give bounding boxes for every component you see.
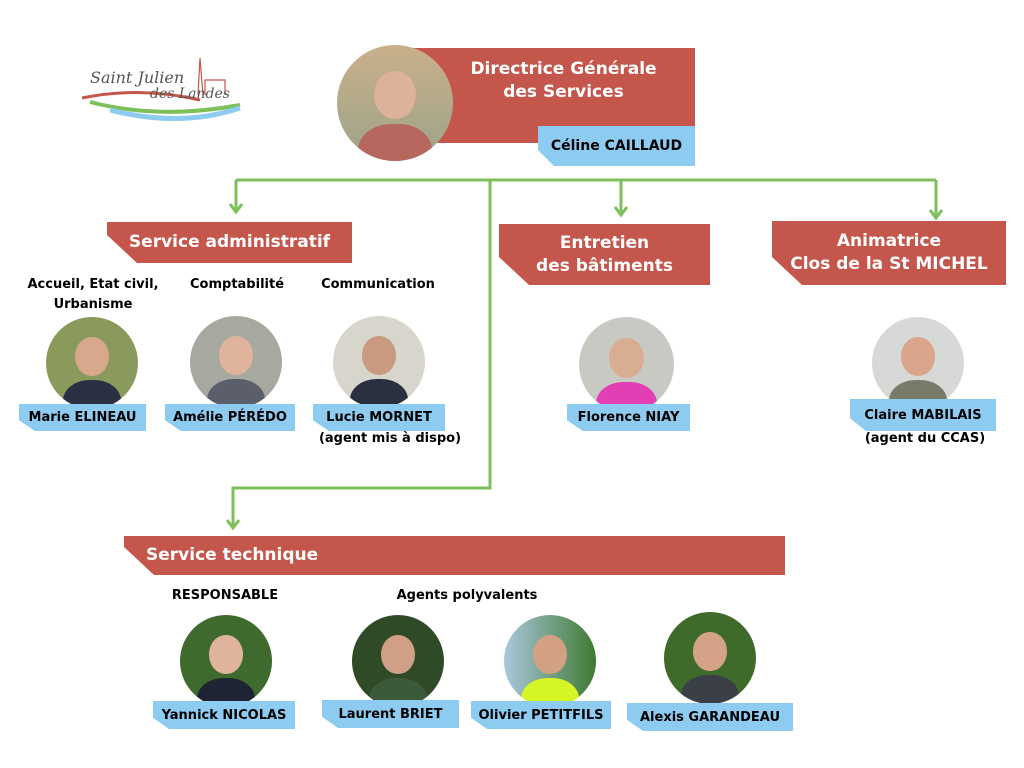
role-communication: Communication bbox=[321, 277, 435, 292]
name-tag-alexis-garandeau: Alexis GARANDEAU bbox=[627, 703, 793, 731]
entretien-title-line1: Entretien bbox=[559, 232, 650, 253]
director-name-tag: Céline CAILLAUD bbox=[538, 126, 695, 166]
photo-yannick-nicolas bbox=[180, 615, 272, 707]
photo-marie-elineau bbox=[46, 317, 138, 409]
photo-florence-niay bbox=[579, 317, 674, 412]
name-tag-amelie-peredo: Amélie PÉRÉDO bbox=[165, 404, 295, 431]
animatrice-title-line2: Clos de la St MICHEL bbox=[790, 254, 988, 274]
name-tag-olivier-petitfils: Olivier PETITFILS bbox=[471, 701, 611, 729]
name-tag-yannick-nicolas: Yannick NICOLAS bbox=[153, 701, 295, 729]
photo-claire-mabilais bbox=[872, 317, 964, 409]
role-comptabilite: Comptabilité bbox=[189, 277, 285, 292]
name-tag-florence-niay: Florence NIAY bbox=[567, 404, 690, 431]
director-photo bbox=[337, 45, 453, 161]
name-tag-claire-mabilais: Claire MABILAIS bbox=[850, 399, 996, 431]
logo-text-line2: des Landes bbox=[150, 86, 230, 102]
photo-lucie-mornet bbox=[333, 316, 425, 408]
note-lucie-mornet: (agent mis à dispo) bbox=[318, 431, 462, 446]
role-accueil-line2: Urbanisme bbox=[53, 296, 133, 312]
name-tag-laurent-briet: Laurent BRIET bbox=[322, 700, 459, 728]
photo-alexis-garandeau bbox=[664, 612, 756, 704]
logo-text-line1: Saint Julien bbox=[90, 68, 185, 87]
note-claire-mabilais: (agent du CCAS) bbox=[864, 431, 986, 446]
logo: Saint Julien des Landes bbox=[80, 50, 245, 125]
entretien-title-line2: des bâtiments bbox=[536, 255, 673, 276]
service-technique-banner: Service technique bbox=[124, 536, 785, 575]
director-title-line2: des Services bbox=[503, 81, 624, 102]
director-title-line1: Directrice Générale bbox=[470, 59, 657, 79]
name-tag-lucie-mornet: Lucie MORNET bbox=[313, 404, 445, 431]
role-accueil: Accueil, Etat civil, Urbanisme bbox=[27, 275, 158, 314]
photo-laurent-briet bbox=[352, 615, 444, 707]
technique-title: Service technique bbox=[146, 545, 319, 566]
animatrice-title-line1: Animatrice bbox=[836, 231, 942, 252]
service-admin-banner: Service administratif bbox=[107, 222, 352, 263]
name-tag-marie-elineau: Marie ELINEAU bbox=[19, 404, 146, 431]
logo-swoosh-icon bbox=[81, 57, 241, 121]
role-responsable: RESPONSABLE bbox=[171, 588, 279, 603]
role-accueil-line1: Accueil, Etat civil, bbox=[27, 277, 159, 292]
photo-amelie-peredo bbox=[190, 316, 282, 408]
role-agents-polyvalents: Agents polyvalents bbox=[396, 588, 538, 603]
photo-olivier-petitfils bbox=[504, 615, 596, 707]
